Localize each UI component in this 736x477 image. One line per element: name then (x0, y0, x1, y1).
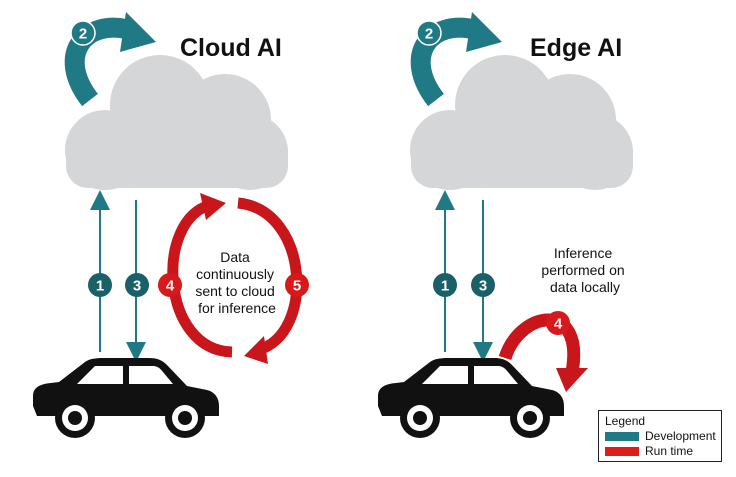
cloud-shape (65, 55, 288, 190)
edge-ai-caption: Inference performed on data locally (541, 245, 628, 295)
badge-step-1: 1 (433, 273, 457, 297)
svg-text:5: 5 (293, 278, 301, 295)
cloud-ai-title: Cloud AI (180, 34, 282, 62)
runtime-local-arrowhead (556, 368, 588, 392)
svg-text:3: 3 (479, 278, 487, 295)
development-arc-arrowhead (466, 12, 502, 52)
svg-text:2: 2 (79, 26, 87, 43)
badge-step-1: 1 (88, 273, 112, 297)
legend-label-development: Development (645, 429, 716, 443)
badge-step-4: 4 (546, 311, 570, 335)
legend-item-runtime: Run time (605, 444, 694, 458)
legend-swatch-runtime (605, 446, 639, 456)
legend: Legend Development Run time (598, 410, 722, 462)
legend-item-development: Development (605, 429, 716, 443)
edge-ai-panel: Edge AI Inference performed on data loca… (378, 12, 633, 438)
cloud-ai-panel: Cloud AI Data continuously sent to cloud… (33, 12, 309, 438)
badge-step-2: 2 (416, 20, 442, 46)
legend-title: Legend (605, 414, 646, 428)
runtime-loop-right-arrowhead (244, 336, 268, 364)
svg-text:4: 4 (166, 278, 175, 295)
svg-text:1: 1 (441, 278, 449, 295)
legend-label-runtime: Run time (645, 444, 694, 458)
badge-step-2: 2 (70, 20, 96, 46)
svg-text:3: 3 (133, 278, 141, 295)
badge-step-5: 5 (285, 273, 309, 297)
edge-ai-title: Edge AI (530, 34, 622, 62)
cloud-shape (410, 55, 633, 190)
badge-step-4: 4 (158, 273, 182, 297)
development-arc-arrowhead (120, 12, 156, 52)
runtime-loop-left-arrowhead (200, 193, 226, 220)
svg-text:2: 2 (425, 26, 433, 43)
badge-step-3: 3 (125, 273, 149, 297)
badge-step-3: 3 (471, 273, 495, 297)
car-icon (33, 358, 219, 438)
svg-text:4: 4 (554, 316, 563, 333)
legend-swatch-development (605, 431, 639, 441)
svg-text:1: 1 (96, 278, 104, 295)
cloud-ai-caption: Data continuously sent to cloud for infe… (195, 249, 278, 316)
car-icon (378, 358, 564, 438)
